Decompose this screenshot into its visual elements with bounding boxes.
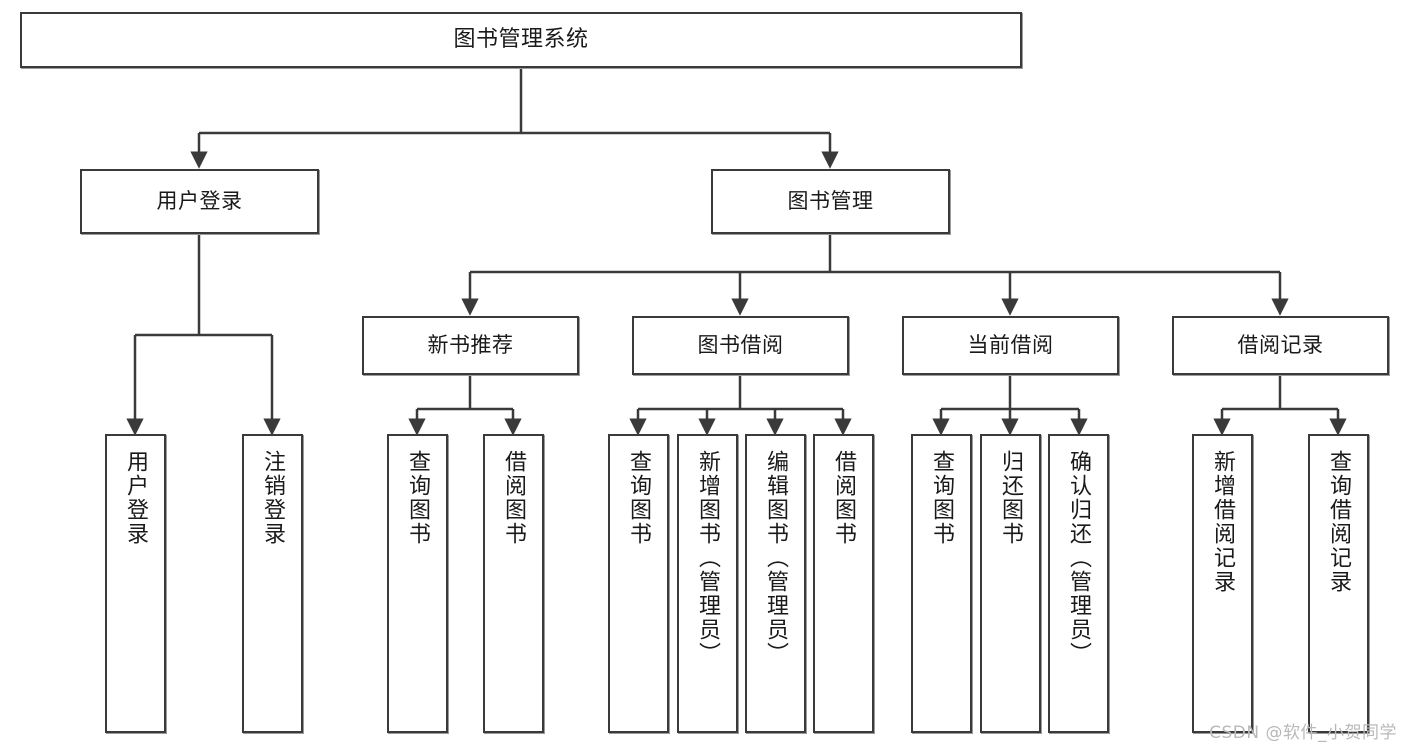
node-label: 用户登录 (123, 450, 149, 546)
leaf-query-borrow-record[interactable]: 查询借阅记录 (1308, 434, 1369, 733)
node-label: 当前借阅 (967, 332, 1054, 357)
node-label: 确认归还（管理员） (1066, 450, 1092, 666)
leaf-borrow-book[interactable]: 借阅图书 (813, 434, 874, 733)
node-label: 借阅图书 (501, 450, 527, 546)
leaf-logout[interactable]: 注销登录 (242, 434, 303, 733)
leaf-confirm-return-admin[interactable]: 确认归还（管理员） (1048, 434, 1109, 733)
node-book-borrow[interactable]: 图书借阅 (632, 316, 849, 375)
node-label: 归还图书 (998, 450, 1024, 546)
node-label: 注销登录 (260, 450, 286, 546)
node-label: 图书管理系统 (453, 26, 589, 52)
leaf-return-book[interactable]: 归还图书 (980, 434, 1041, 733)
node-label: 查询图书 (929, 450, 955, 546)
node-label: 借阅记录 (1237, 332, 1324, 357)
leaf-add-book-admin[interactable]: 新增图书（管理员） (677, 434, 738, 733)
leaf-borrow-book-recommend[interactable]: 借阅图书 (483, 434, 544, 733)
node-user-login[interactable]: 用户登录 (80, 169, 319, 234)
node-borrow-record[interactable]: 借阅记录 (1172, 316, 1389, 375)
node-label: 新增借阅记录 (1210, 450, 1236, 594)
node-label: 编辑图书（管理员） (763, 450, 789, 666)
node-label: 查询图书 (626, 450, 652, 546)
node-new-book-recommend[interactable]: 新书推荐 (362, 316, 579, 375)
node-label: 图书管理 (787, 188, 874, 213)
csdn-watermark: CSDN @软件_小贺同学 (1209, 723, 1397, 743)
leaf-edit-book-admin[interactable]: 编辑图书（管理员） (745, 434, 806, 733)
node-root-library-system[interactable]: 图书管理系统 (20, 12, 1022, 68)
leaf-user-login[interactable]: 用户登录 (105, 434, 166, 733)
leaf-add-borrow-record[interactable]: 新增借阅记录 (1192, 434, 1253, 733)
leaf-query-book-recommend[interactable]: 查询图书 (387, 434, 448, 733)
node-label: 查询图书 (405, 450, 431, 546)
node-label: 新书推荐 (427, 332, 514, 357)
node-book-management[interactable]: 图书管理 (711, 169, 950, 234)
node-label: 借阅图书 (831, 450, 857, 546)
leaf-query-book-borrow[interactable]: 查询图书 (608, 434, 669, 733)
leaf-query-book-current[interactable]: 查询图书 (911, 434, 972, 733)
node-label: 查询借阅记录 (1326, 450, 1352, 594)
node-label: 新增图书（管理员） (695, 450, 721, 666)
node-current-borrow[interactable]: 当前借阅 (902, 316, 1119, 375)
node-label: 用户登录 (156, 188, 243, 213)
node-label: 图书借阅 (697, 332, 784, 357)
